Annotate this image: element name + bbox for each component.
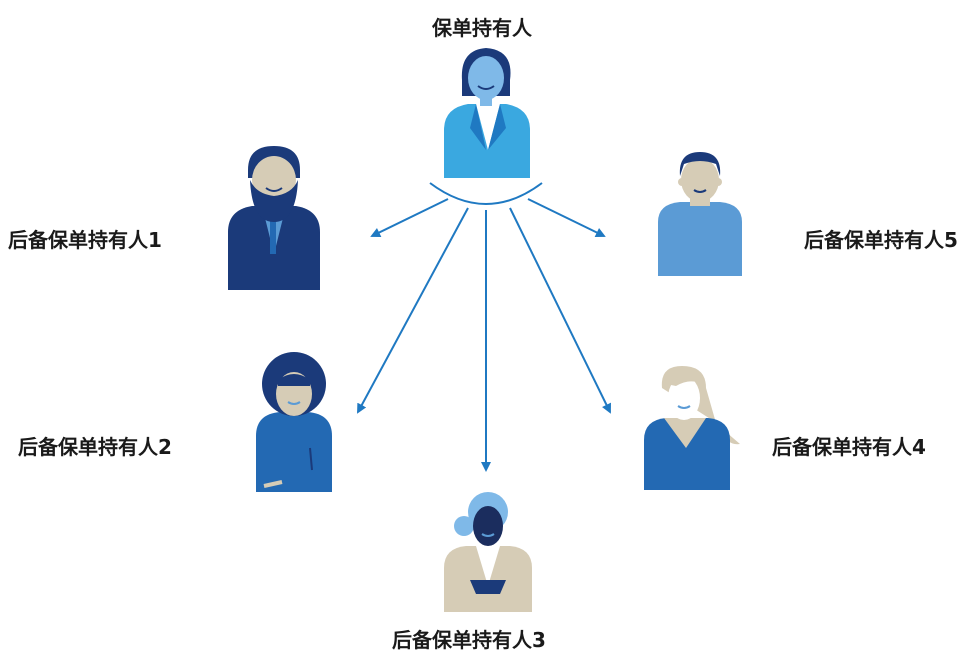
- connector-arc: [429, 182, 543, 205]
- backup-1-person-icon: [228, 146, 320, 290]
- backup-3-label: 后备保单持有人3: [392, 628, 546, 652]
- arrow-to-backup-2: [357, 207, 469, 414]
- arrow-to-backup-1: [370, 198, 449, 237]
- backup-3-person-icon: [444, 492, 532, 612]
- backup-5-label: 后备保单持有人5: [804, 228, 958, 252]
- owner-person-icon: [444, 48, 530, 178]
- backup-4-person-icon: [644, 366, 740, 490]
- backup-1-label: 后备保单持有人1: [8, 228, 162, 252]
- owner-label: 保单持有人: [432, 16, 532, 40]
- backup-5-person-icon: [658, 152, 742, 276]
- backup-2-person-icon: [256, 352, 332, 492]
- arrows: [357, 198, 611, 472]
- backup-2-label: 后备保单持有人2: [18, 435, 172, 459]
- arrow-to-backup-4: [509, 207, 611, 414]
- arrow-to-backup-5: [527, 198, 606, 237]
- backup-4-label: 后备保单持有人4: [772, 435, 926, 459]
